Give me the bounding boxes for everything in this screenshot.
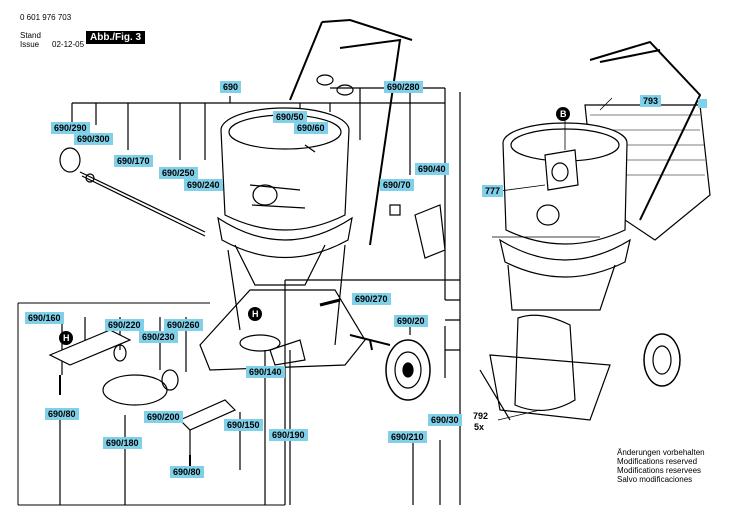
marker-h-1: H [63,333,70,343]
callout-690-170: 690/170 [114,155,153,167]
callout-690-80-left: 690/80 [45,408,79,420]
note-fr: Modifications reservees [617,466,702,475]
callout-690-250: 690/250 [159,167,198,179]
callout-690-180: 690/180 [103,437,142,449]
marker-b: B [560,109,567,119]
callout-690-300: 690/300 [74,133,113,145]
note-es: Salvo modificaciones [617,475,693,484]
issue-date: 02-12-05 [52,40,85,49]
note-de: Änderungen vorbehalten [617,448,705,457]
callout-690-260: 690/260 [164,319,203,331]
callout-690-290: 690/290 [51,122,90,134]
callout-777: 777 [482,185,504,197]
callout-690-80-bottom: 690/80 [170,466,204,478]
callout-690-220: 690/220 [105,319,144,331]
marker-b-circle [556,107,570,121]
callout-690-190: 690/190 [269,429,308,441]
marker-h-circle-1 [59,331,73,345]
callout-690-230: 690/230 [139,331,178,343]
marker-h-2: H [252,309,259,319]
callout-690-200: 690/200 [144,411,183,423]
callout-792: 792 [473,411,489,421]
callout-690-150: 690/150 [224,419,263,431]
callout-690-210: 690/210 [388,431,427,443]
callout-690: 690 [220,81,242,93]
callout-690-20: 690/20 [394,315,428,327]
callout-690-280: 690/280 [384,81,423,93]
callout-690-50: 690/50 [273,111,307,123]
modification-notes: Änderungen vorbehalten Modifications res… [617,448,705,484]
figure-label: Abb./Fig. 3 [86,31,146,44]
callout-690-70: 690/70 [380,179,414,191]
callout-690-140: 690/140 [246,366,285,378]
part-number: 0 601 976 703 [20,13,72,22]
callout-690-60: 690/60 [294,122,328,134]
note-en: Modifications reserved [617,457,698,466]
callout-690-240: 690/240 [184,179,223,191]
callout-792-quantity: 5x [474,422,485,432]
stand-label: Stand [20,31,41,40]
callout-690-30: 690/30 [428,414,462,426]
callout-793: 793 [640,95,662,107]
callout-690-40: 690/40 [415,163,449,175]
callout-690-160: 690/160 [25,312,64,324]
issue-label: Issue [20,40,40,49]
callout-690-270: 690/270 [352,293,391,305]
marker-h-circle-2 [248,307,262,321]
